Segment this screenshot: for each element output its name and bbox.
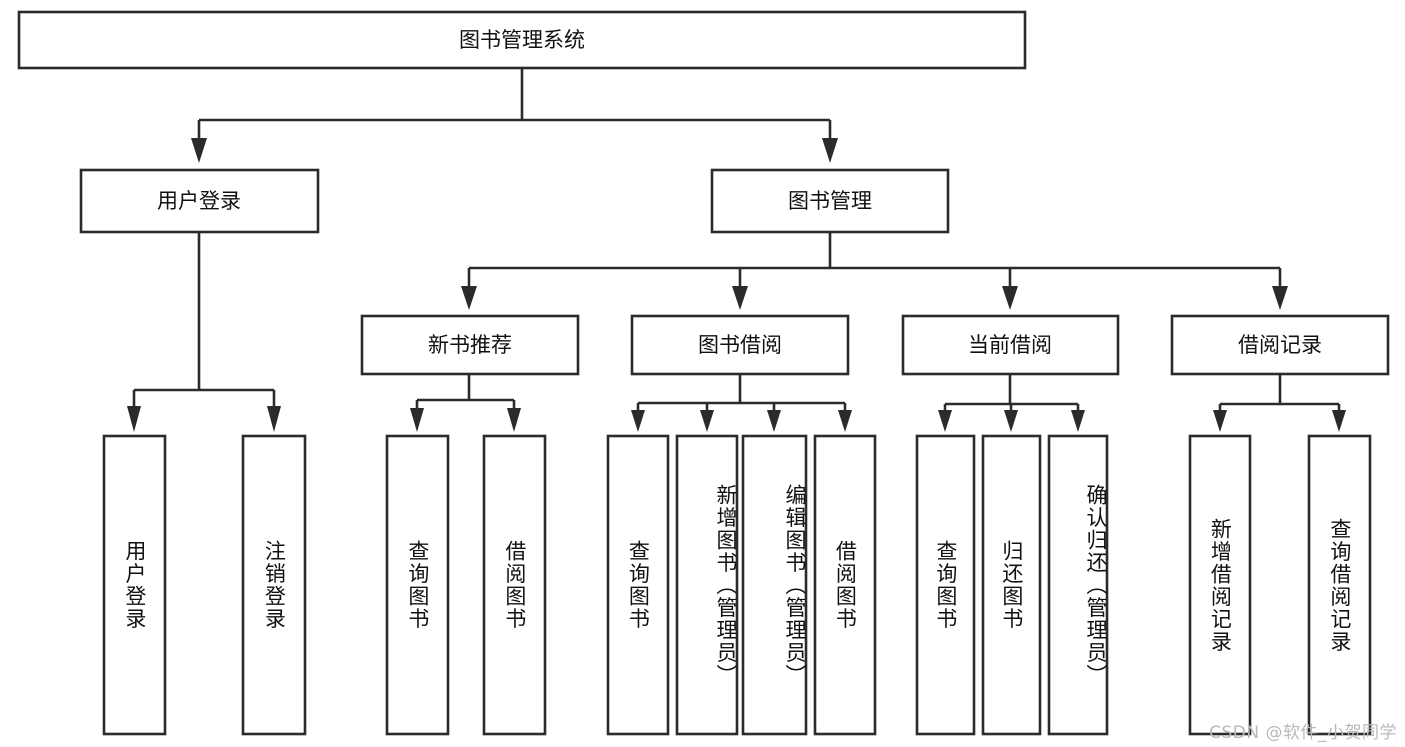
leaf-node-box[interactable]: [385, 434, 450, 736]
leaf-node-box[interactable]: [915, 434, 976, 736]
arrow-head-leaf-edit-book: [767, 410, 781, 432]
leaf-node-box[interactable]: [981, 434, 1042, 736]
leaf-node-box[interactable]: [606, 434, 670, 736]
arrow-head-leaf-confirm-return: [1071, 410, 1085, 432]
node-new-book-rec-label: 新书推荐: [428, 333, 512, 357]
arrow-head-leaf-query-book-a: [410, 408, 424, 432]
node-user-login-box[interactable]: [79, 168, 320, 234]
node-book-mgmt-label: 图书管理: [788, 189, 872, 213]
node-book-mgmt-box[interactable]: [710, 168, 950, 234]
node-book-borrow[interactable]: 图书借阅: [630, 314, 850, 376]
node-root-box[interactable]: [17, 10, 1027, 70]
arrow-head-book-borrow: [732, 286, 748, 310]
node-current-borrow-box[interactable]: [901, 314, 1120, 376]
node-new-book-rec-box[interactable]: [360, 314, 580, 376]
arrow-head-leaf-query-book-b: [631, 410, 645, 432]
node-borrow-record-label: 借阅记录: [1238, 333, 1322, 357]
watermark-text: CSDN @软件_小贺同学: [1209, 723, 1397, 743]
arrow-head-leaf-query-record: [1332, 410, 1346, 432]
arrow-head-leaf-add-book: [700, 410, 714, 432]
leaf-node-box[interactable]: [675, 434, 739, 736]
node-user-login[interactable]: 用户登录: [79, 168, 320, 234]
edge-group-book-mgmt: [461, 232, 1288, 310]
arrow-head-leaf-add-record: [1213, 410, 1227, 432]
node-root[interactable]: 图书管理系统: [17, 10, 1027, 70]
leaf-node-box[interactable]: [102, 434, 167, 736]
arrow-head-book-mgmt: [822, 138, 838, 163]
leaf-node-box[interactable]: [1307, 434, 1372, 736]
node-new-book-rec[interactable]: 新书推荐: [360, 314, 580, 376]
arrow-head-leaf-return-book: [1004, 410, 1018, 432]
arrow-head-leaf-borrow-book-a: [507, 408, 521, 432]
leaf-node-box[interactable]: [241, 434, 307, 736]
leaf-node-box[interactable]: [813, 434, 877, 736]
arrow-head-new-book-rec: [461, 286, 477, 310]
edge-group-user-login: [127, 232, 281, 432]
node-borrow-record[interactable]: 借阅记录: [1170, 314, 1390, 376]
node-book-borrow-box[interactable]: [630, 314, 850, 376]
arrow-head-leaf-query-book-c: [938, 410, 952, 432]
leaf-node-box[interactable]: [482, 434, 547, 736]
edge-group-borrow-record: [1213, 374, 1346, 432]
edge-group-new-book-rec: [410, 374, 521, 432]
node-borrow-record-box[interactable]: [1170, 314, 1390, 376]
leaf-node-box[interactable]: [1047, 434, 1109, 736]
arrow-head-leaf-logout: [267, 406, 281, 432]
node-current-borrow-label: 当前借阅: [968, 333, 1052, 357]
node-book-borrow-label: 图书借阅: [698, 333, 782, 357]
edge-group-root: [191, 68, 838, 163]
arrow-head-borrow-record: [1272, 286, 1288, 310]
node-user-login-label: 用户登录: [157, 189, 241, 213]
arrow-head-user-login: [191, 138, 207, 163]
leaf-node-box[interactable]: [1188, 434, 1252, 736]
leaf-node-box[interactable]: [741, 434, 808, 736]
arrow-head-leaf-user-login: [127, 406, 141, 432]
arrow-head-current-borrow: [1002, 286, 1018, 310]
node-book-mgmt[interactable]: 图书管理: [710, 168, 950, 234]
leaf-box-group: [102, 434, 1372, 736]
node-current-borrow[interactable]: 当前借阅: [901, 314, 1120, 376]
edge-group-current-borrow: [938, 374, 1085, 432]
edge-group-book-borrow: [631, 374, 852, 432]
node-root-label: 图书管理系统: [459, 28, 585, 52]
arrow-head-leaf-borrow-book-b: [838, 410, 852, 432]
